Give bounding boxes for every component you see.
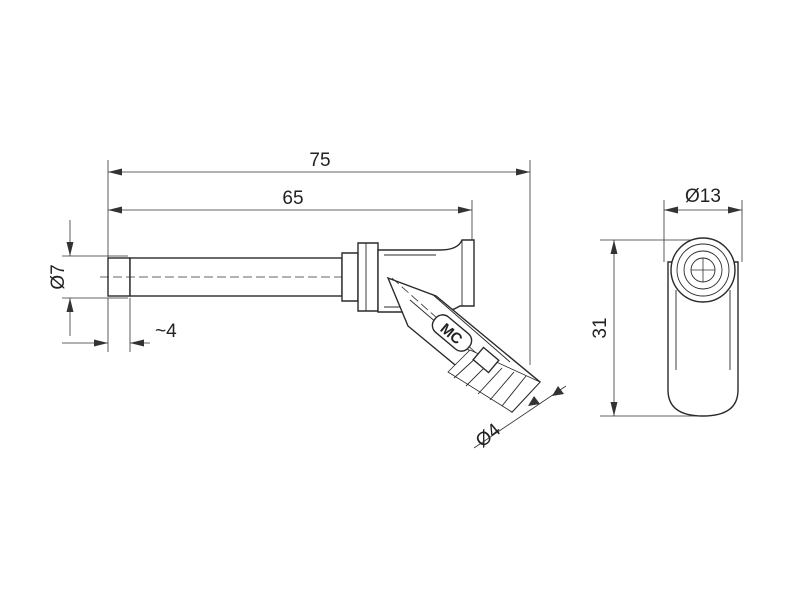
label-height: 31 (590, 317, 611, 338)
label-pin-tip: ~4 (155, 321, 177, 342)
side-view: 75 65 Ø7 ~4 (48, 150, 567, 452)
angled-sleeve: MC (386, 276, 542, 413)
end-view-housing (667, 237, 739, 417)
dimension-75: 75 (108, 150, 530, 176)
dimension-65: 65 (108, 188, 472, 214)
dimension-tip: ~4 (62, 321, 177, 347)
dimension-31: 31 (590, 240, 618, 416)
dimension-diameter-13: Ø13 (664, 186, 742, 214)
label-pin-diameter: Ø7 (48, 264, 69, 289)
label-overall-length: 75 (309, 150, 330, 171)
label-cable-diameter: Ø4 (472, 419, 505, 452)
dimension-diameter-7: Ø7 (48, 220, 74, 336)
label-pin-length: 65 (282, 188, 303, 209)
end-view: Ø13 31 (590, 186, 743, 417)
label-head-diameter: Ø13 (685, 186, 721, 207)
